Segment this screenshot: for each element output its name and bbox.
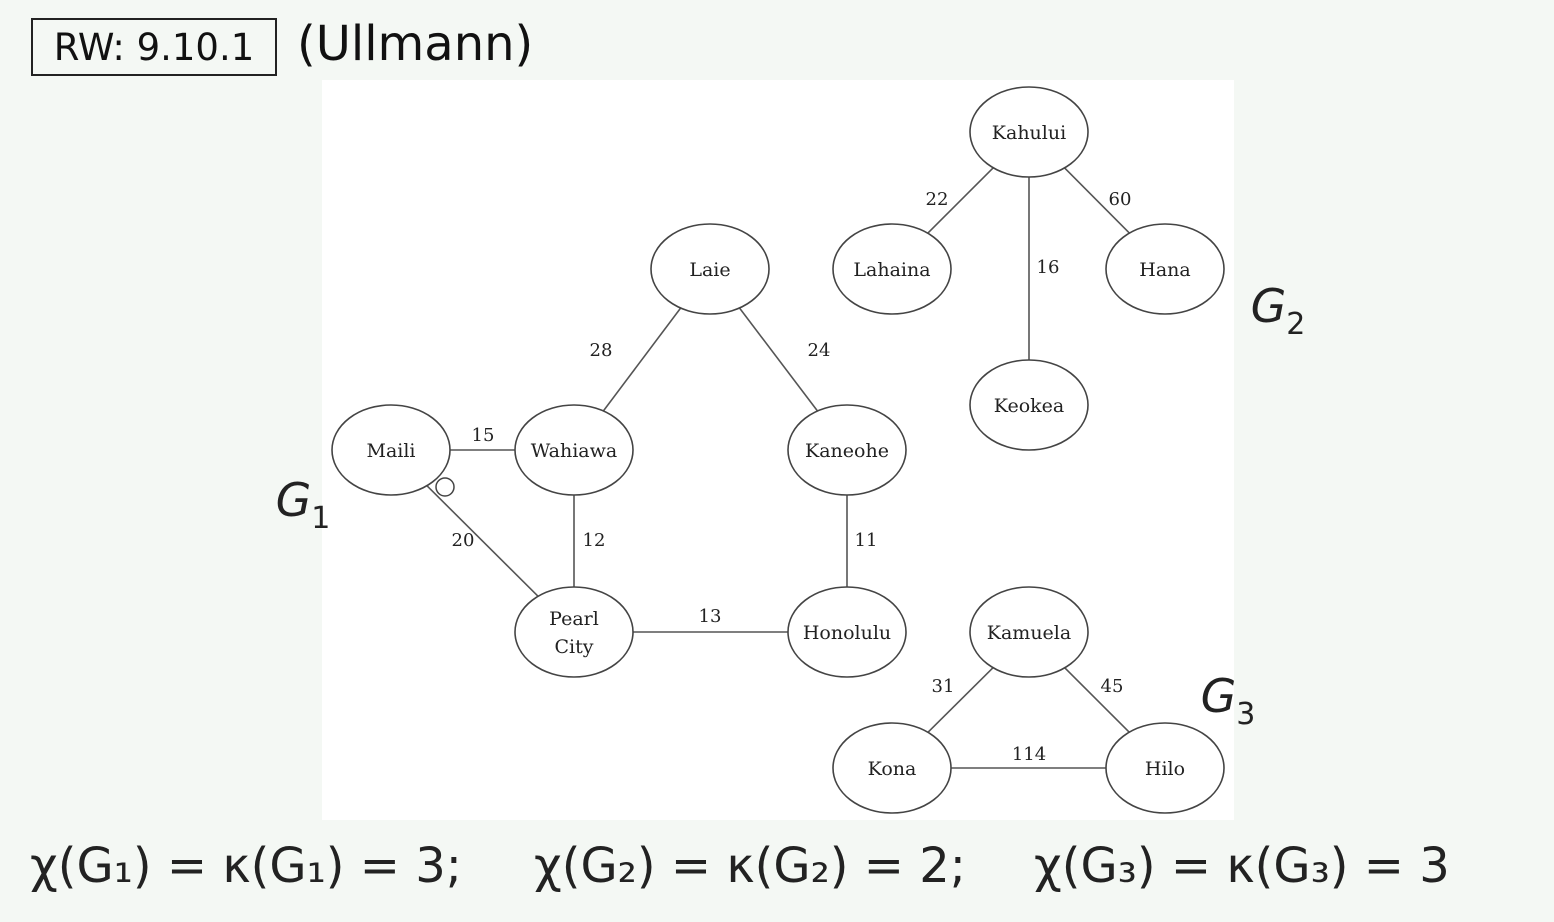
node-kahului: Kahului [969, 86, 1089, 178]
edge-weight-kona-hilo: 114 [1012, 744, 1046, 765]
graph-label-g2: G2 [1251, 279, 1306, 342]
node-ellipse [331, 404, 451, 496]
edge-weight-maili-pearl-city: 20 [452, 530, 475, 551]
node-ellipse [832, 722, 952, 814]
node-laie: Laie [650, 223, 770, 315]
formula-g2: χ(G₂) = κ(G₂) = 2; [534, 838, 966, 894]
node-kaneohe: Kaneohe [787, 404, 907, 496]
node-keokea: Keokea [969, 359, 1089, 451]
edge-kahului-lahaina [927, 167, 994, 234]
node-label: Maili [366, 440, 415, 462]
node-ellipse [969, 86, 1089, 178]
node-label: Honolulu [803, 622, 891, 644]
graph-label-g1: G1 [276, 473, 331, 536]
chromatic-formula: χ(G₁) = κ(G₁) = 3; χ(G₂) = κ(G₂) = 2; χ(… [30, 838, 1530, 908]
edge-laie-kaneohe [738, 307, 819, 412]
node-hana: Hana [1105, 223, 1225, 315]
cursor-icon [435, 477, 455, 497]
node-ellipse [1105, 722, 1225, 814]
node-label: Hana [1139, 259, 1190, 281]
edge-kahului-hana [1064, 167, 1130, 234]
edge-weight-kahului-hana: 60 [1109, 189, 1132, 210]
edges-layer: 28 24 15 20 12 11 13 22 60 16 31 45 114 [426, 167, 1132, 769]
node-ellipse [969, 586, 1089, 678]
node-ellipse [514, 404, 634, 496]
edge-weight-laie-wahiawa: 28 [590, 340, 613, 361]
slide-subtitle: (Ullmann) [297, 16, 534, 72]
node-wahiawa: Wahiawa [514, 404, 634, 496]
edge-laie-wahiawa [602, 307, 682, 412]
edge-weight-kahului-lahaina: 22 [926, 189, 949, 210]
node-label: Kona [868, 758, 917, 780]
node-label: Laie [689, 259, 730, 281]
edge-kamuela-kona [927, 667, 994, 733]
node-maili: Maili [331, 404, 451, 496]
node-honolulu: Honolulu [787, 586, 907, 678]
node-ellipse [650, 223, 770, 315]
node-kamuela: Kamuela [969, 586, 1089, 678]
node-label: Kamuela [987, 622, 1071, 644]
section-tag: RW: 9.10.1 [31, 18, 277, 76]
node-label: Kahului [992, 122, 1066, 144]
edge-maili-pearl-city [426, 485, 539, 597]
node-label: Lahaina [853, 259, 930, 281]
node-ellipse [832, 223, 952, 315]
node-kona: Kona [832, 722, 952, 814]
node-lahaina: Lahaina [832, 223, 952, 315]
edge-weight-maili-wahiawa: 15 [472, 425, 495, 446]
node-label: Hilo [1145, 758, 1185, 780]
edge-kamuela-hilo [1064, 667, 1130, 733]
node-ellipse [1105, 223, 1225, 315]
edge-weight-kamuela-kona: 31 [932, 676, 955, 697]
edge-weight-kamuela-hilo: 45 [1101, 676, 1124, 697]
node-ellipse [787, 586, 907, 678]
node-hilo: Hilo [1105, 722, 1225, 814]
edge-weight-wahiawa-pearl-city: 12 [583, 530, 606, 551]
edge-weight-kaneohe-honolulu: 11 [855, 530, 878, 551]
node-label: Keokea [994, 395, 1064, 417]
edge-weight-laie-kaneohe: 24 [808, 340, 831, 361]
node-label: Wahiawa [531, 440, 617, 462]
node-label: Kaneohe [805, 440, 889, 462]
edge-weight-pearl-city-honolulu: 13 [699, 606, 722, 627]
graph-label-g3: G3 [1201, 669, 1256, 732]
formula-g3: χ(G₃) = κ(G₃) = 3 [1034, 838, 1450, 894]
node-ellipse [514, 586, 634, 678]
formula-g1: χ(G₁) = κ(G₁) = 3; [30, 838, 462, 894]
node-ellipse [787, 404, 907, 496]
edge-weight-kahului-keokea: 16 [1037, 257, 1060, 278]
node-ellipse [969, 359, 1089, 451]
